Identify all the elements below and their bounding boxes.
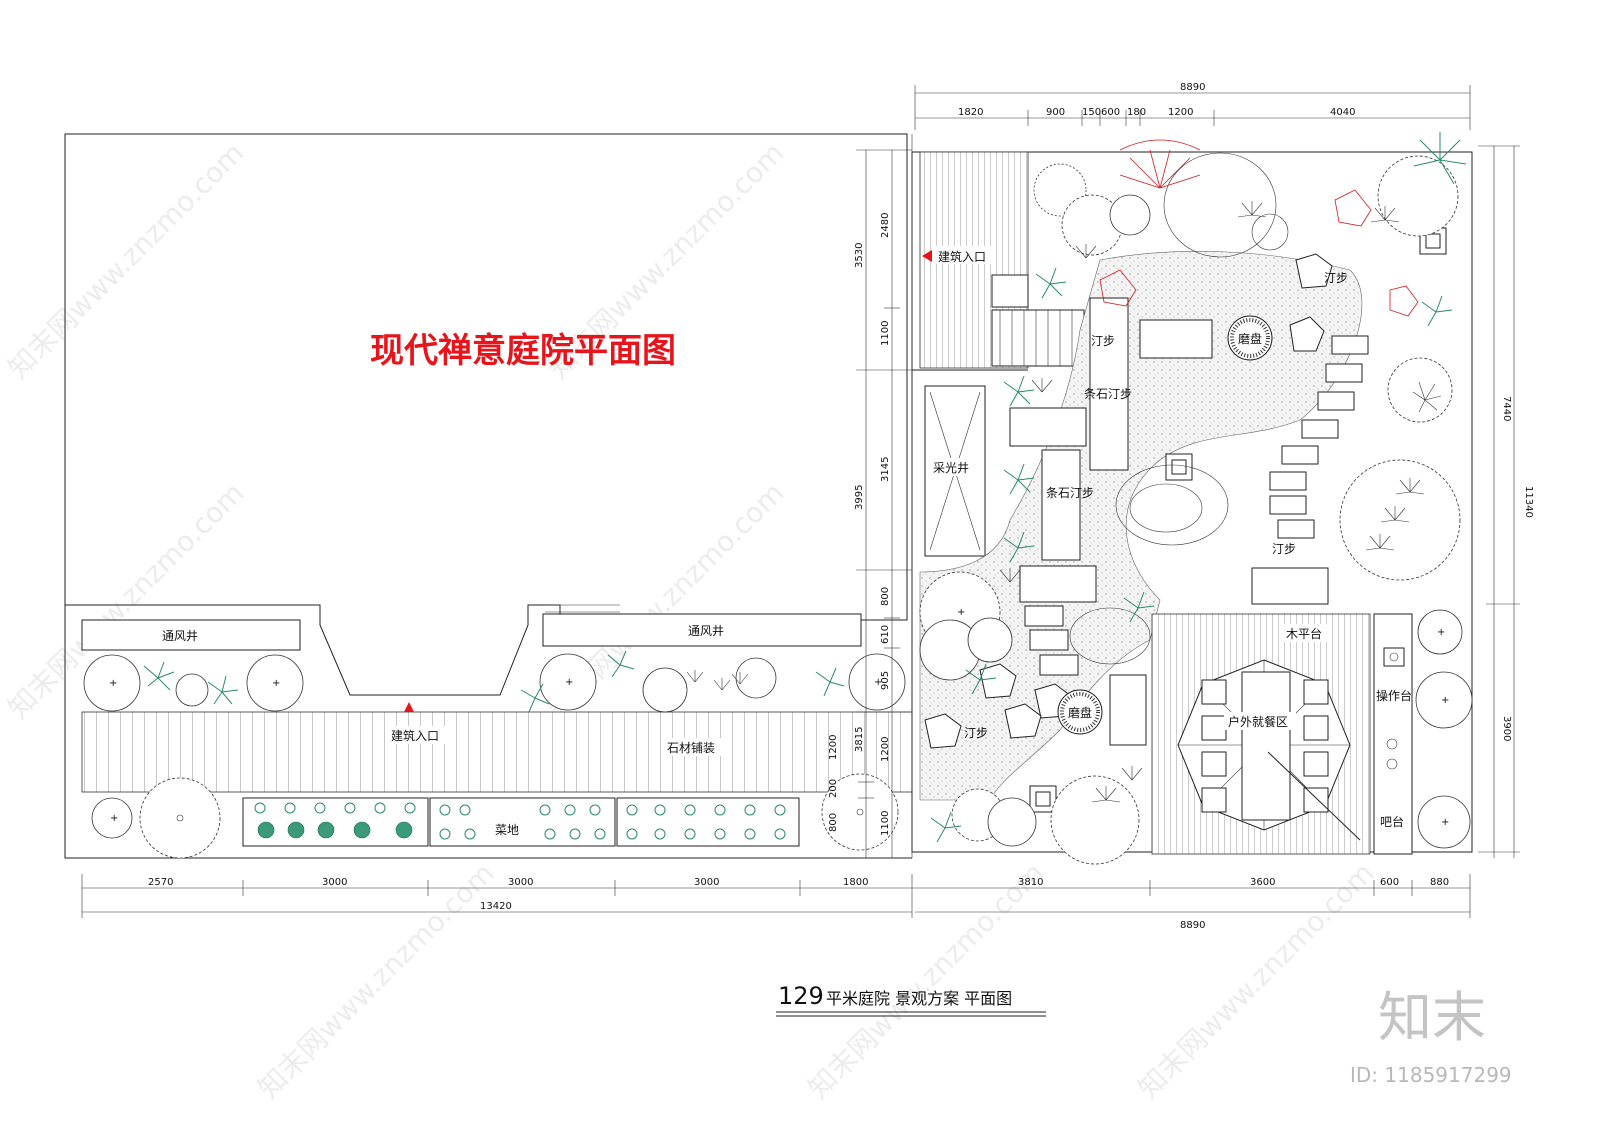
dim-lower-1-0: 3815: [854, 727, 865, 752]
watermark-id: ID: 1185917299: [1350, 1063, 1512, 1087]
dim-top-4: 180: [1127, 107, 1146, 118]
skylight-well: 采光井: [924, 385, 986, 557]
watermark-site-7: 知末网www.znzmo.com: [1132, 856, 1381, 1105]
strip-stepping-2-label: 条石汀步: [1046, 486, 1094, 500]
dim-right-inner-0: 7440: [1501, 396, 1512, 421]
dim-bottom-left-3: 3000: [694, 877, 719, 888]
millstone-1: 磨盘: [1227, 315, 1273, 361]
dim-bottom-right-2: 600: [1380, 877, 1399, 888]
dim-top-total: 8890: [1180, 82, 1205, 93]
stone-paving-label: 石材铺装: [667, 741, 715, 755]
strip-stepping-1-label: 条石汀步: [1084, 387, 1132, 401]
entrance-deck: 建筑入口: [912, 151, 1085, 371]
dim-lower-1-1: 1200: [828, 735, 839, 760]
millstone-1-label: 磨盘: [1238, 331, 1262, 346]
dim-left-inner-2: 3145: [880, 457, 891, 482]
drawing-caption: 平米庭院 景观方案 平面图: [826, 989, 1012, 1008]
dim-lower-2-1: 1100: [880, 811, 891, 836]
dim-top-3: 600: [1101, 107, 1120, 118]
dim-bottom-right-1: 3600: [1250, 877, 1275, 888]
dim-top-2: 150: [1082, 107, 1101, 118]
dim-left-inner-4: 610: [880, 625, 891, 644]
svg-text:+: +: [109, 678, 117, 689]
vent-shaft-right: 通风井: [542, 613, 862, 647]
dim-bottom-left-0: 2570: [148, 877, 173, 888]
dim-right-inner-1: 3900: [1501, 716, 1512, 741]
planting-row-top: + + + +: [83, 650, 906, 713]
dim-top-6: 4040: [1330, 107, 1355, 118]
svg-text:+: +: [1437, 627, 1445, 638]
garden-trees: + + + +: [919, 155, 1473, 865]
dim-left-outer-1: 3995: [854, 485, 865, 510]
entrance-top-label: 建筑入口: [938, 249, 986, 264]
stepping-4-label: 汀步: [1091, 334, 1115, 348]
svg-text:+: +: [957, 607, 965, 618]
dim-right-outer: 11340: [1523, 486, 1534, 518]
building-outline: [64, 133, 912, 859]
watermark-site-5: 知末网www.znzmo.com: [252, 856, 501, 1105]
stepping-1-label: 汀步: [1324, 271, 1348, 285]
dim-left-outer-0: 3530: [854, 243, 865, 268]
watermark-logo: 知末: [1378, 986, 1486, 1049]
dimensions-right: 7440 3900 11340: [1478, 145, 1534, 858]
gravel-path: [919, 250, 1363, 801]
dim-top-5: 1200: [1168, 107, 1193, 118]
vent-left-label: 通风井: [162, 629, 198, 643]
dim-bottom-right-0: 3810: [1018, 877, 1043, 888]
dim-left-inner-3: 800: [880, 587, 891, 606]
millstone-2-label: 磨盘: [1068, 705, 1092, 720]
dim-bottom-left-total: 13420: [480, 901, 512, 912]
svg-text:+: +: [272, 678, 280, 689]
palms: [999, 201, 1442, 803]
svg-text:+: +: [1441, 695, 1449, 706]
dim-lower-1-3: 800: [828, 813, 839, 832]
watermark-site-1: 知末网www.znzmo.com: [2, 136, 251, 385]
svg-text:+: +: [565, 677, 573, 688]
svg-text:+: +: [874, 677, 882, 688]
watermark-site-6: 知末网www.znzmo.com: [802, 856, 1051, 1105]
dim-left-inner-1: 1100: [880, 321, 891, 346]
dim-bottom-right-3: 880: [1430, 877, 1449, 888]
drawing-title-block: 129 平米庭院 景观方案 平面图: [776, 982, 1046, 1017]
entrance-top-marker: [922, 250, 932, 262]
vent-shaft-left: 通风井: [81, 619, 301, 651]
dim-lower-2-0: 1200: [880, 737, 891, 762]
stepping-3-label: 汀步: [964, 726, 988, 740]
dimensions-top: 8890 1820 900 150 600 180 1200 4040: [914, 82, 1471, 130]
dim-left-inner-5: 905: [880, 671, 891, 690]
dimensions-bottom: 2570 3000 3000 3000 1800 13420 3810 3600…: [81, 874, 1471, 931]
svg-text:+: +: [110, 813, 118, 824]
stepping-2-label: 汀步: [1272, 542, 1296, 556]
dim-top-1: 900: [1046, 107, 1065, 118]
drawing-number: 129: [778, 982, 824, 1010]
entrance-bottom-label: 建筑入口: [391, 728, 439, 743]
outdoor-dining-label: 户外就餐区: [1228, 714, 1288, 729]
dim-lower-1-2: 200: [828, 779, 839, 798]
wood-deck-label: 木平台: [1286, 626, 1322, 641]
dim-left-inner-0: 2480: [880, 213, 891, 238]
dim-bottom-left-4: 1800: [843, 877, 868, 888]
dimensions-left: 3530 3995 2480 1100 3145 800 610 905 381…: [828, 149, 912, 859]
millstone-2: 磨盘: [1057, 689, 1103, 735]
stepping-stones: 条石汀步 条石汀步 汀步 汀步 汀步 汀步: [924, 253, 1369, 749]
bar-counter-label: 吧台: [1380, 814, 1404, 829]
page-title: 现代禅意庭院平面图: [370, 331, 676, 371]
vent-right-label: 通风井: [688, 624, 724, 638]
counters: 操作台 吧台: [1373, 613, 1413, 855]
dim-top-0: 1820: [958, 107, 983, 118]
work-counter-label: 操作台: [1376, 688, 1412, 703]
stone-paving: 建筑入口 石材铺装: [81, 702, 913, 793]
skylight-label: 采光井: [933, 461, 969, 475]
vegetable-plot-label: 菜地: [495, 823, 519, 837]
dim-bottom-left-1: 3000: [322, 877, 347, 888]
garden-plants: [930, 132, 1467, 843]
entrance-bottom-marker: [404, 702, 414, 712]
wood-deck: 木平台 户外就餐区: [1151, 613, 1371, 855]
dim-bottom-right-total: 8890: [1180, 920, 1205, 931]
svg-text:+: +: [1441, 817, 1449, 828]
vegetable-plot: + 菜地: [91, 773, 899, 859]
stone-lanterns: [1029, 227, 1447, 813]
dim-bottom-left-2: 3000: [508, 877, 533, 888]
